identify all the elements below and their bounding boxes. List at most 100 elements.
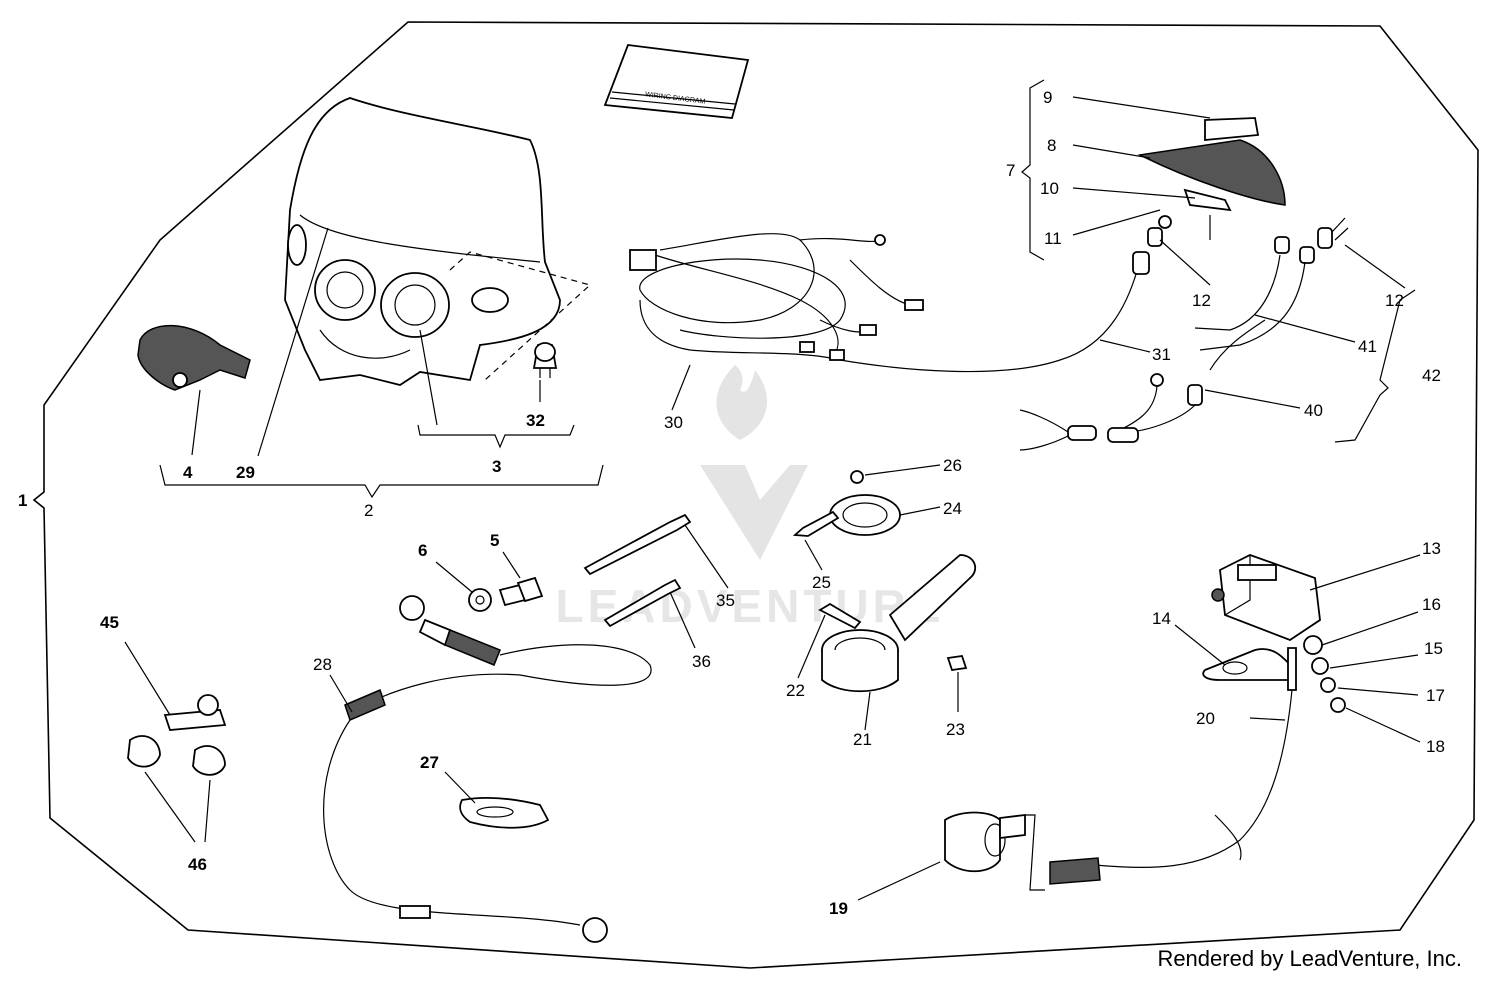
callout-3: 3 — [492, 457, 501, 476]
leader-12b — [1344, 244, 1406, 289]
leader-31 — [1099, 339, 1151, 353]
leader-15 — [1329, 654, 1419, 669]
cable-dashed-link — [1025, 814, 1045, 891]
callout-29: 29 — [236, 463, 255, 482]
cable-tie-36 — [603, 578, 682, 628]
callout-22: 22 — [786, 681, 805, 700]
clip-46a — [127, 735, 161, 768]
leader-36 — [669, 591, 696, 649]
footer-credit: Rendered by LeadVenture, Inc. — [1157, 946, 1462, 971]
main-wire-harness — [629, 233, 1141, 373]
headlight-bulb — [532, 342, 558, 378]
bracket-42 — [1334, 289, 1416, 443]
callout-26: 26 — [943, 456, 962, 475]
callout-17: 17 — [1426, 686, 1445, 705]
cable-tie-35 — [583, 513, 692, 576]
callout-40: 40 — [1304, 401, 1323, 420]
leader-35 — [684, 524, 729, 589]
callout-21: 21 — [853, 730, 872, 749]
leader-22 — [797, 614, 826, 679]
callout-12b: 12 — [1385, 291, 1404, 310]
leader-28 — [329, 674, 353, 713]
leader-18 — [1345, 707, 1421, 743]
headlight-cowl — [284, 97, 561, 386]
callout-10: 10 — [1040, 179, 1059, 198]
callout-19: 19 — [829, 899, 848, 918]
bracket-2 — [159, 464, 604, 499]
leader-19 — [857, 861, 941, 901]
washer-stack-15-18 — [1303, 635, 1346, 713]
callout-46: 46 — [188, 855, 207, 874]
callout-42: 42 — [1422, 366, 1441, 385]
callout-30: 30 — [664, 413, 683, 432]
connector-12a — [1132, 227, 1163, 275]
callout-9: 9 — [1043, 88, 1052, 107]
callout-7: 7 — [1006, 161, 1015, 180]
washer-6 — [468, 588, 492, 612]
callout-28: 28 — [313, 655, 332, 674]
screw-25 — [792, 510, 840, 537]
callout-15: 15 — [1424, 639, 1443, 658]
leader-24 — [899, 506, 941, 516]
bolt-5 — [498, 576, 544, 607]
bracket-7 — [1021, 79, 1045, 261]
callout-25: 25 — [812, 573, 831, 592]
watermark-text: LEADVENTURE — [555, 580, 944, 632]
callout-36: 36 — [692, 652, 711, 671]
speedo-drive-19 — [944, 811, 1026, 873]
tail-light-assembly — [1137, 117, 1286, 240]
callout-35: 35 — [716, 591, 735, 610]
clamp-24 — [829, 470, 901, 536]
leader-17 — [1337, 687, 1419, 696]
callout-13: 13 — [1422, 539, 1441, 558]
leader-8 — [1072, 144, 1151, 159]
plate-27 — [459, 797, 550, 829]
nut-23 — [946, 655, 968, 671]
leader-12a — [1159, 239, 1211, 286]
callout-8: 8 — [1047, 136, 1056, 155]
leader-29 — [257, 227, 329, 457]
leader-26 — [864, 464, 941, 476]
callout-16: 16 — [1422, 595, 1441, 614]
bulb-dashed-leader — [449, 251, 592, 381]
leader-6 — [435, 561, 473, 593]
leader-5 — [502, 551, 521, 579]
bolt-22 — [818, 602, 862, 630]
leader-30 — [671, 364, 691, 411]
leader-16 — [1321, 611, 1419, 646]
callout-11: 11 — [1044, 229, 1062, 248]
wiring-diagram-card: WIRING DIAGRAM — [603, 44, 750, 119]
headlight-bracket — [137, 324, 251, 391]
meter-cable-20 — [1049, 647, 1297, 885]
callout-24: 24 — [943, 499, 962, 518]
watermark-logo — [700, 365, 808, 560]
callout-23: 23 — [946, 720, 965, 739]
leader-14 — [1174, 624, 1226, 666]
kit-outline — [32, 21, 1479, 969]
callout-14: 14 — [1152, 609, 1171, 628]
callout-6: 6 — [418, 541, 427, 560]
callout-31: 31 — [1152, 345, 1171, 364]
sub-harness-40 — [1019, 373, 1203, 451]
clip-45 — [163, 694, 227, 731]
leader-9 — [1072, 96, 1211, 119]
leader-27 — [444, 771, 476, 804]
leader-11 — [1072, 209, 1161, 236]
callout-5: 5 — [490, 531, 499, 550]
mount-bracket-21 — [821, 554, 977, 693]
sub-harness-41 — [1194, 236, 1315, 371]
leader-40 — [1204, 389, 1301, 409]
leader-13 — [1309, 554, 1421, 591]
leader-41 — [1254, 314, 1356, 343]
speedo-cable-28 — [323, 595, 652, 943]
bracket-3 — [417, 424, 575, 449]
leader-21 — [864, 691, 871, 731]
leader-25 — [804, 539, 823, 571]
leader-20 — [1249, 717, 1286, 721]
leader-4 — [191, 389, 201, 456]
leader-45 — [124, 641, 171, 716]
meter-bracket-14 — [1202, 648, 1297, 681]
leader-10 — [1072, 187, 1196, 199]
